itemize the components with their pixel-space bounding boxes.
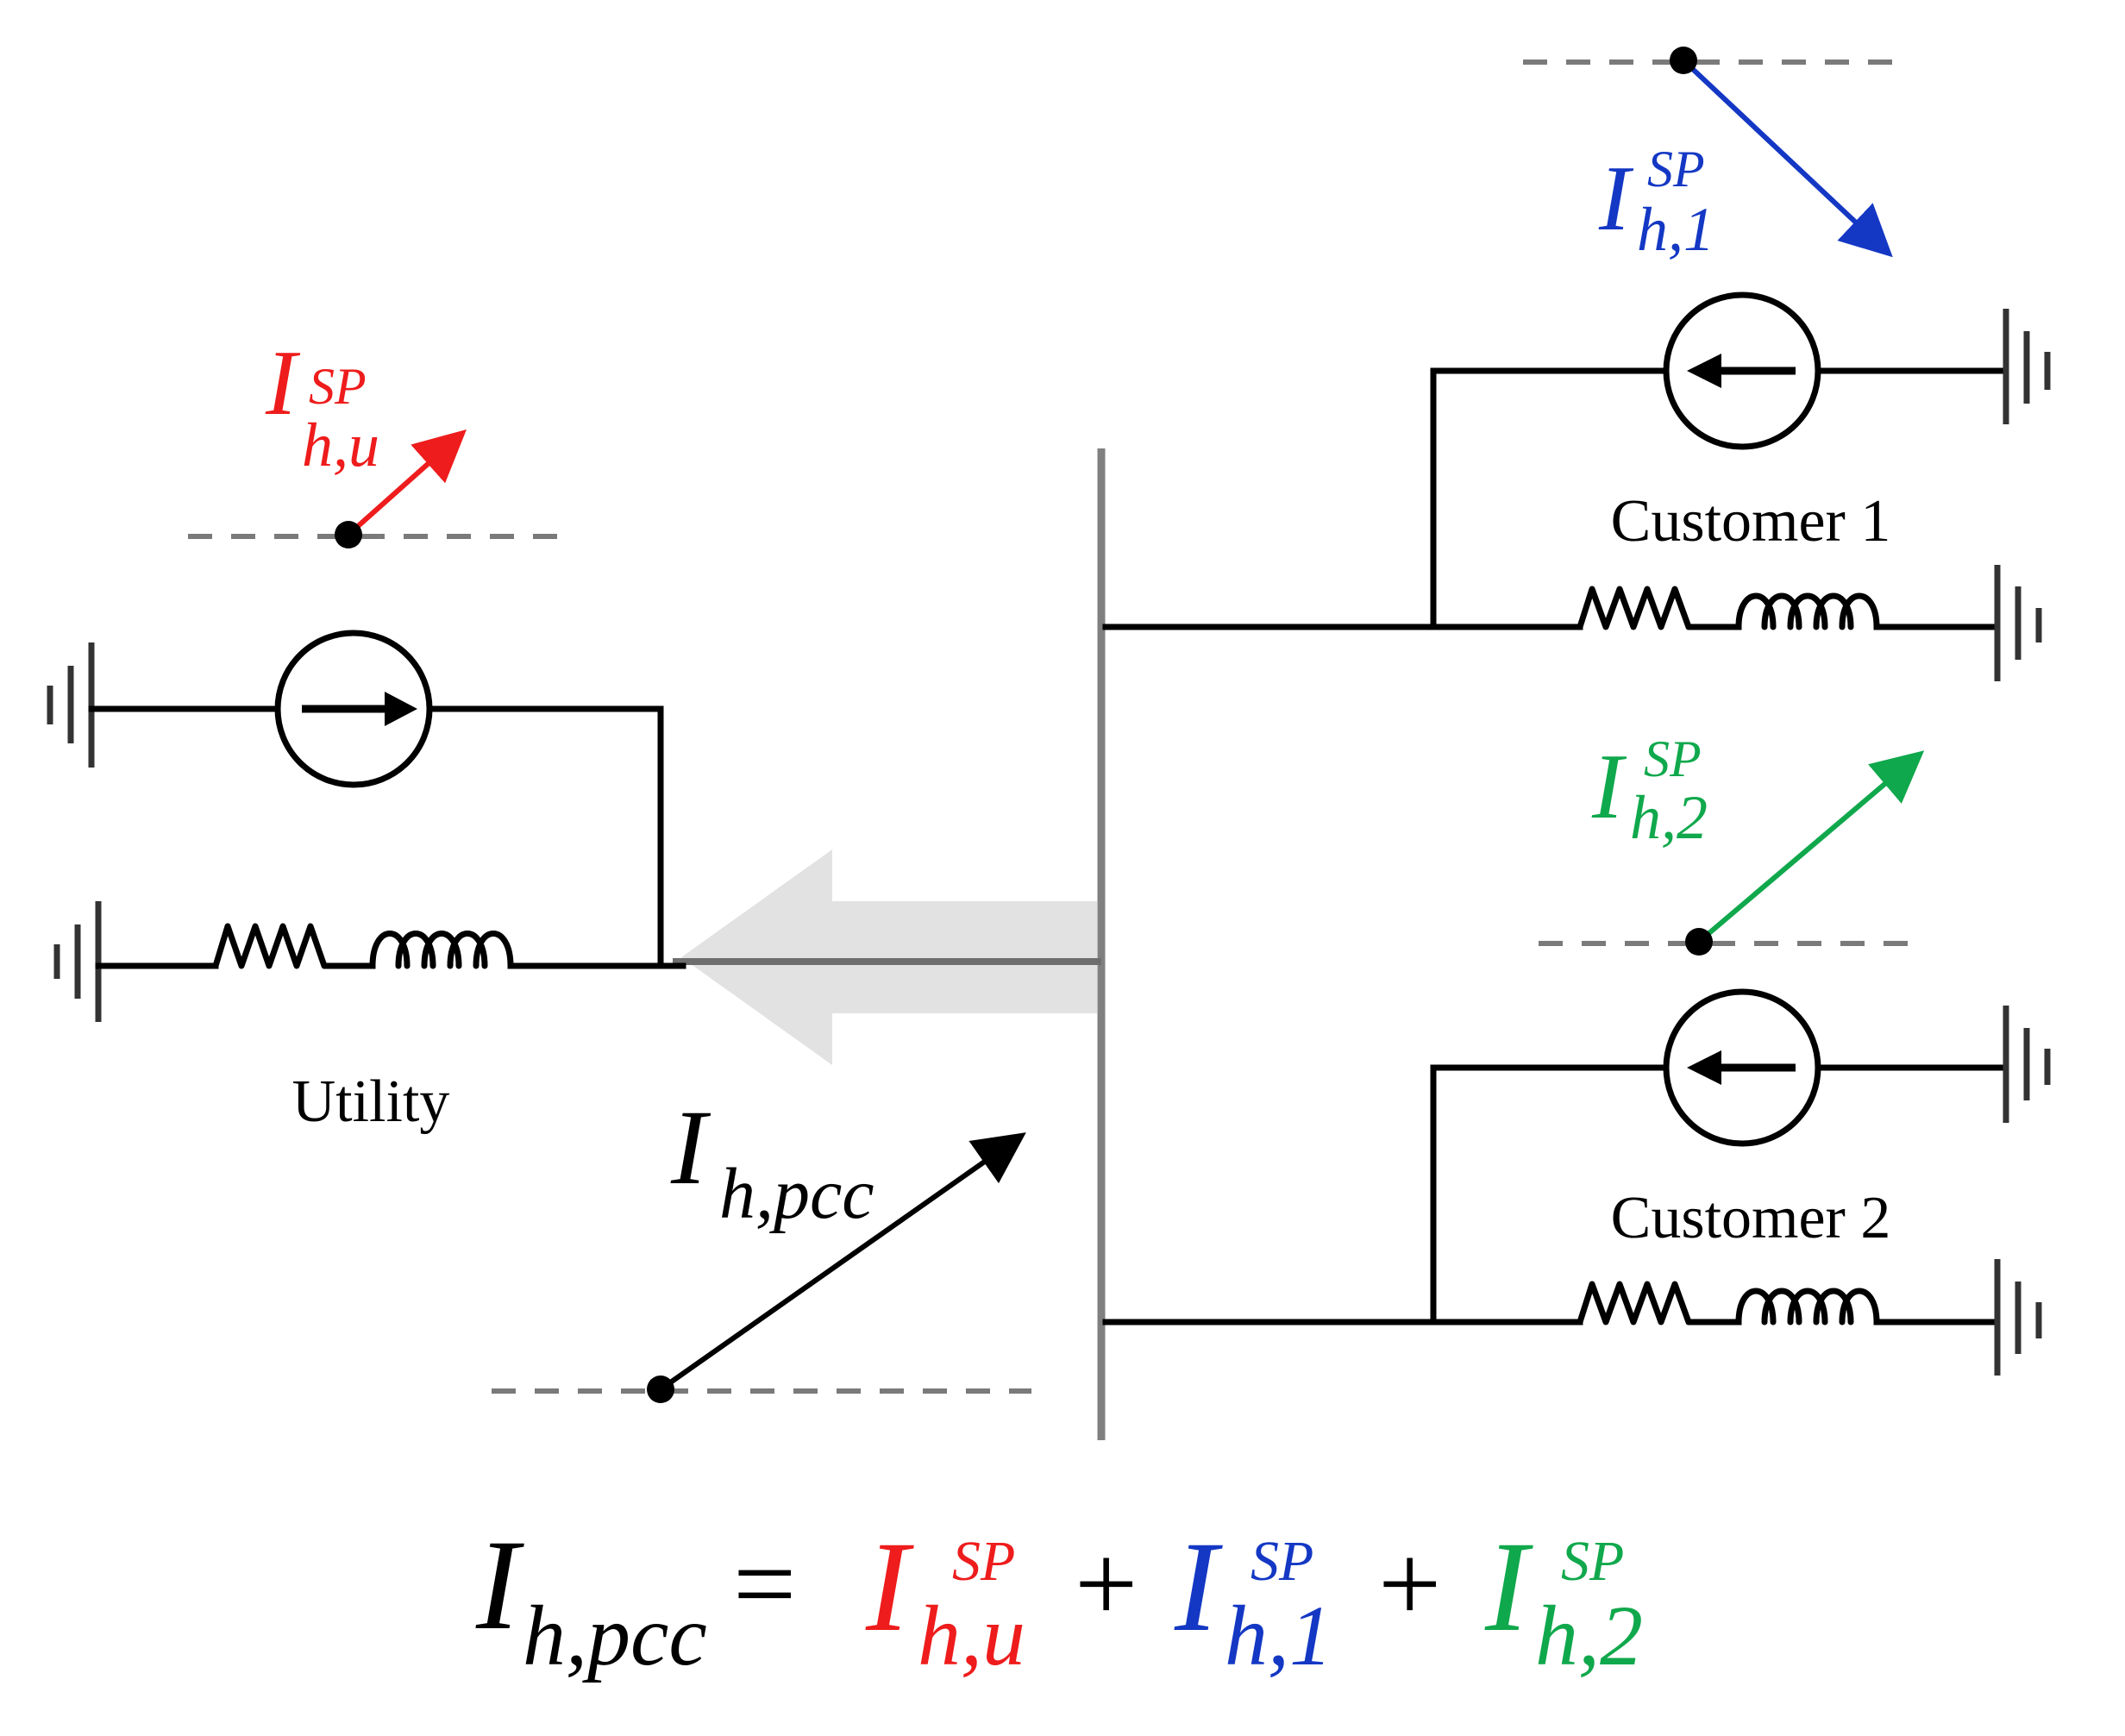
utility-inductor [369,931,514,969]
ground-icon [53,901,102,1022]
customer2-label: Customer 2 [1611,1185,1891,1251]
utility-label: Utility [292,1069,450,1135]
customer1-phasor-label: I SP h,1 [1598,141,1714,264]
utility-resistor [212,923,335,969]
customer1-phasor-origin [1670,47,1697,74]
ground-icon [1994,1259,2042,1376]
equation-plus-1: + [1075,1522,1138,1646]
customer1-branch: Customer 1 I SP h,1 [1102,47,2051,681]
customer2-phasor-arrow [1697,750,1925,944]
customer1-inductor [1735,592,1880,630]
customer1-label: Customer 1 [1611,488,1891,555]
utility-phasor-label: I SP h,u [265,332,379,479]
pcc-phasor: I h,pcc [492,1088,1031,1403]
equation-lhs: I h,pcc [475,1514,707,1683]
pcc-phasor-label: I h,pcc [670,1088,874,1234]
customer1-resistor [1577,586,1701,630]
equation-plus-2: + [1378,1522,1441,1646]
customer2-phasor-label: I SP h,2 [1591,730,1708,852]
customer2-branch: Customer 2 I SP h,2 [1102,730,2051,1376]
equation-term-customer2: I SP h,2 [1484,1515,1643,1683]
customer2-resistor [1577,1281,1701,1326]
equation-term-utility: I SP h,u [865,1515,1025,1683]
ground-icon [2003,309,2051,424]
equation-term-customer1: I SP h,1 [1174,1515,1332,1683]
customer1-phasor-arrow [1681,58,1893,258]
pcc-phasor-arrow [659,1132,1026,1392]
customer2-phasor-origin [1685,928,1713,956]
utility-branch: Utility I SP h,u [47,332,686,1135]
ground-icon [2003,1006,2051,1123]
utility-phasor-origin [335,521,362,548]
customer2-inductor [1735,1288,1880,1326]
equation: I h,pcc = I SP h,u + I SP h,1 + I SP h,2 [475,1514,1643,1683]
power-flow-arrow [681,849,1097,1065]
pcc-phasor-origin [647,1376,674,1403]
utility-phasor-arrow [347,429,467,537]
equation-equals: = [733,1522,796,1646]
ground-icon [47,642,95,768]
ground-icon [1994,565,2042,681]
